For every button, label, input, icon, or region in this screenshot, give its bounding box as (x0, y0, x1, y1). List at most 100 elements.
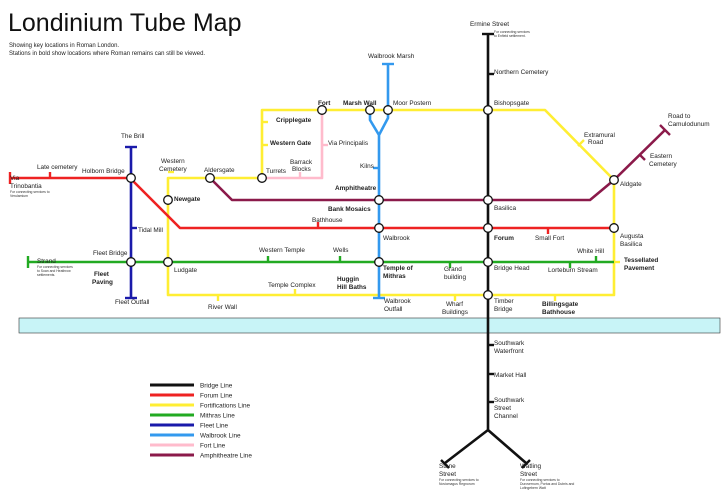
label-road: Road (588, 139, 604, 146)
label-barrack: Barrack (290, 159, 313, 166)
label-bridge-head: Bridge Head (494, 265, 530, 272)
legend-label-fort-line: Fort Line (200, 442, 226, 449)
label-fleet-bridge: Fleet Bridge (93, 250, 128, 257)
station-marsh-wall[interactable] (365, 105, 375, 115)
label-small-fort: Small Fort (535, 235, 564, 242)
label-turrets: Turrets (266, 168, 286, 175)
label-newgate: Newgate (174, 196, 201, 203)
station-fleet-bridge[interactable] (126, 257, 136, 267)
label-cemetery: Cemetery (649, 161, 678, 168)
label-southwark: Southwark (494, 397, 525, 404)
label-fleet-outfall: Fleet Outfall (115, 299, 149, 306)
legend-label-fleet-line: Fleet Line (200, 422, 229, 429)
label-eastern: Eastern (650, 153, 672, 160)
label-huggin: Huggin (337, 276, 359, 283)
label-southwark: Southwark (494, 340, 525, 347)
legend-label-mithras-line: Mithras Line (200, 412, 235, 419)
label-augusta: Augusta (620, 233, 644, 240)
label-bridge: Bridge (494, 306, 513, 313)
label-bank-mosaics: Bank Mosaics (328, 206, 371, 213)
label-ermine-street: Ermine Street (470, 21, 509, 28)
connection-note: Lufingebern Watt (520, 486, 546, 490)
label-trinobantia: Trinobantia (10, 183, 42, 190)
label-street: Street (494, 405, 511, 412)
station-augusta-basilica[interactable] (609, 223, 619, 233)
station-basilica[interactable] (483, 195, 493, 205)
label-aldersgate: Aldersgate (204, 167, 235, 174)
label-tessellated: Tessellated (624, 257, 658, 264)
label-channel: Channel (494, 413, 518, 420)
label-bathhouse: Bathhouse (312, 217, 343, 224)
station-timber-bridge[interactable] (483, 290, 493, 300)
station-bank-mosaics[interactable] (374, 195, 384, 205)
tick-extramural-road (577, 139, 585, 147)
station-walbrook[interactable] (374, 223, 384, 233)
connection-note: Durovernum, Portus and Dubris and (520, 482, 574, 486)
label-kilns: Kilns (360, 163, 374, 170)
legend-label-walbrook-line: Walbrook Line (200, 432, 241, 439)
forum-line (10, 176, 614, 230)
label-basilica: Basilica (494, 205, 516, 212)
station-aldersgate[interactable] (205, 173, 215, 183)
label-walbrook: Walbrook (383, 235, 411, 242)
connection-note: For connecting services (37, 265, 73, 269)
map-subtitle-line-1: Showing key locations in Roman London. (9, 43, 119, 49)
station-fort[interactable] (317, 105, 327, 115)
label-holborn-bridge: Holborn Bridge (82, 168, 125, 175)
station-holborn-bridge[interactable] (126, 173, 136, 183)
legend-label-fortifications-line: Fortifications Line (200, 402, 251, 409)
label-tidal-mill: Tidal Mill (138, 227, 163, 234)
station-temple-of-mithras[interactable] (374, 257, 384, 267)
connection-note: settlements. (37, 273, 55, 277)
station-aldgate[interactable] (609, 175, 619, 185)
label-moor-postern: Moor Postern (393, 100, 432, 107)
label-basilica: Basilica (620, 241, 642, 248)
label-billingsgate: Billingsgate (542, 301, 579, 308)
label-buildings: Buildings (442, 309, 468, 316)
lines (10, 34, 666, 465)
label-walbrook: Walbrook (384, 298, 412, 305)
station-turrets[interactable] (257, 173, 267, 183)
bridge-line (444, 34, 527, 465)
label-lorteburn-stream: Lorteburn Stream (548, 267, 598, 274)
label-extramural: Extramural (584, 132, 615, 139)
station-forum[interactable] (483, 223, 493, 233)
amphitheatre-line (209, 129, 666, 202)
label-walbrook-marsh: Walbrook Marsh (368, 53, 415, 60)
label-wells: Wells (333, 247, 349, 254)
station-bishopsgate[interactable] (483, 105, 493, 115)
label-mithras: Mithras (383, 273, 406, 280)
label-aldgate: Aldgate (620, 181, 642, 188)
map-title: Londinium Tube Map (8, 9, 241, 37)
label-outfall: Outfall (384, 306, 402, 313)
label-via: Via (10, 175, 20, 182)
tick-watling (521, 459, 531, 469)
label-market-hall: Market Hall (494, 372, 526, 379)
label-via-principalis: Via Principalis (328, 140, 368, 147)
label-street: Street (520, 471, 537, 478)
fort-line (262, 110, 324, 180)
label-building: building (444, 274, 466, 281)
station-moor-postern[interactable] (383, 105, 393, 115)
label-bathhouse: Bathhouse (542, 309, 575, 316)
connection-note: For connecting services to (520, 478, 560, 482)
label-marsh-wall: Marsh Wall (343, 100, 377, 107)
connection-note: to Enfield settlement. (494, 34, 526, 38)
connection-note: For connecting services to (10, 190, 50, 194)
legend-label-amphitheatre-line: Amphitheatre Line (200, 452, 252, 459)
station-bridge-head[interactable] (483, 257, 493, 267)
label-waterfront: Waterfront (494, 348, 524, 355)
station-newgate[interactable] (163, 195, 173, 205)
label-strand: Strand (37, 258, 56, 265)
tick-road-to-camulodunum (659, 124, 671, 136)
label-late-cemetery: Late cemetery (37, 164, 78, 171)
connection-note: For connecting services (494, 30, 530, 34)
label-pavement: Pavement (624, 265, 655, 272)
connection-note: Verulamium (10, 194, 28, 198)
station-ludgate[interactable] (163, 257, 173, 267)
connection-note: to Soan and Heathrow (37, 269, 71, 273)
